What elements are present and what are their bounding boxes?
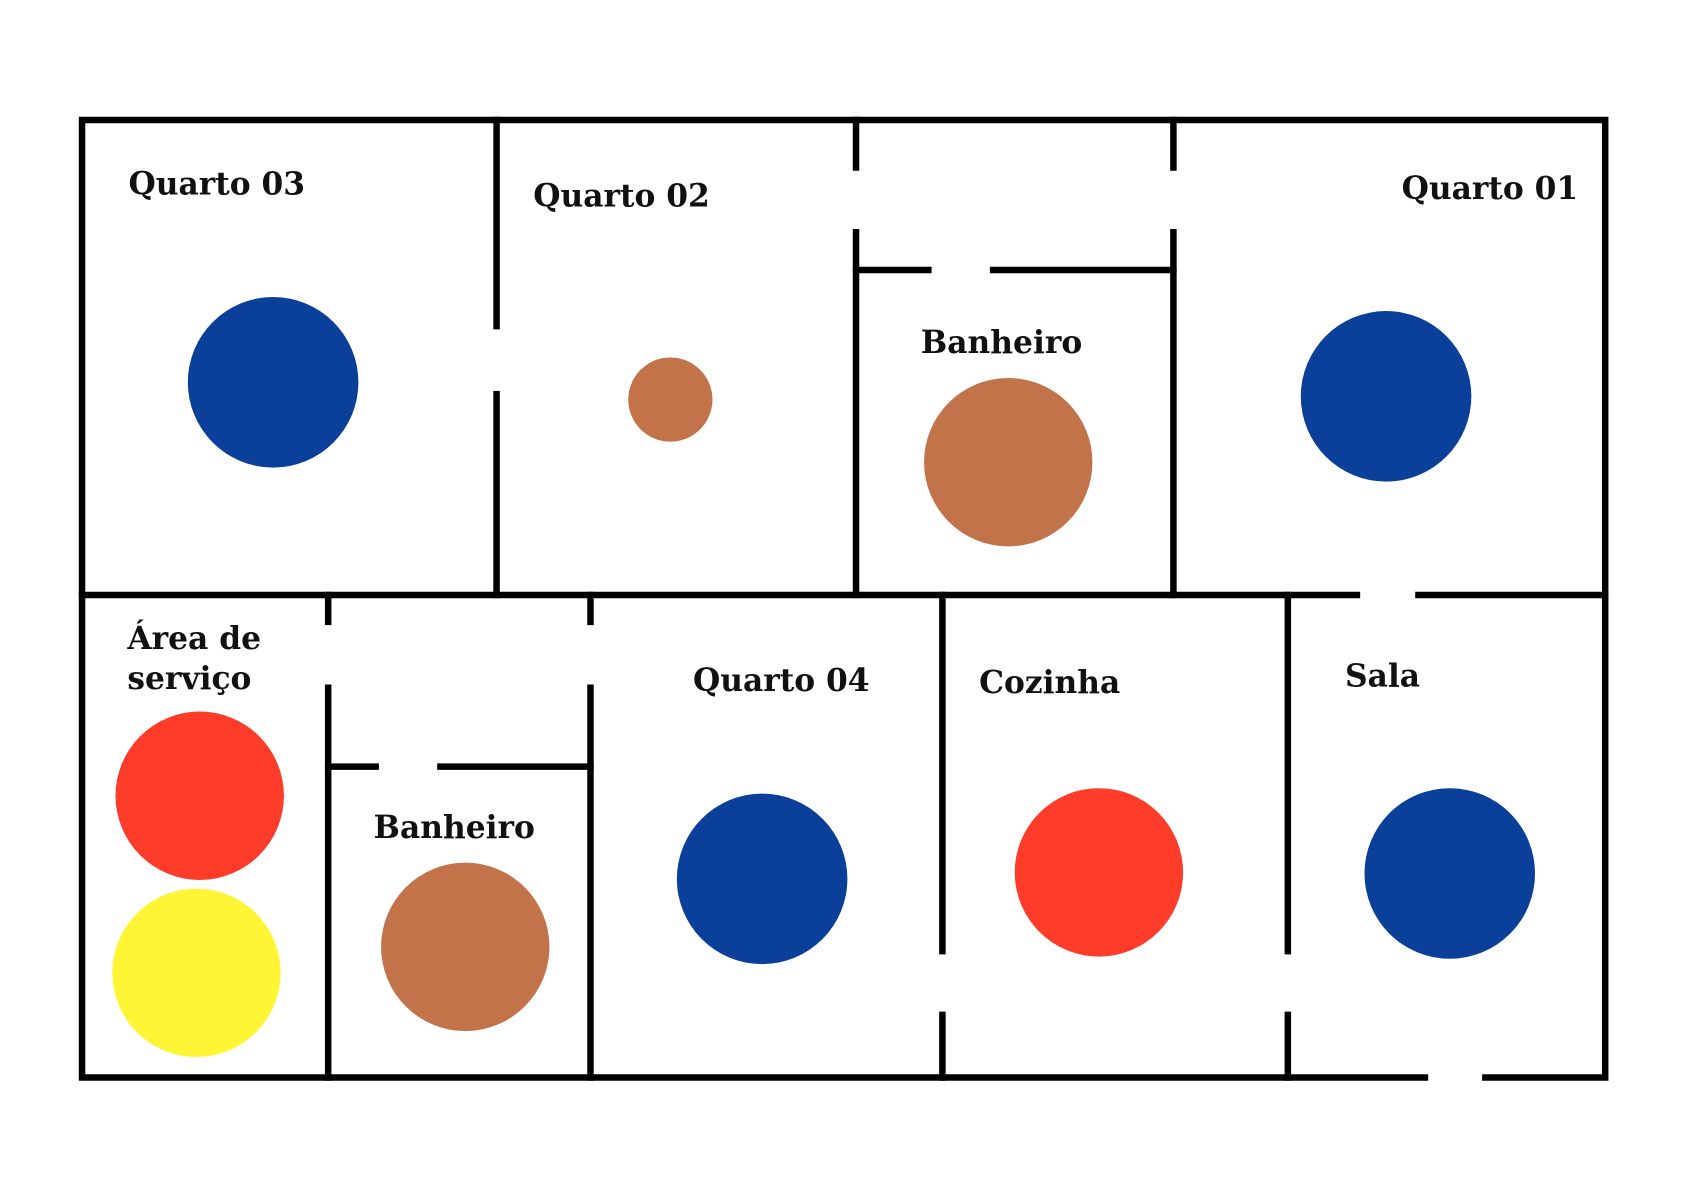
label-quarto04: Quarto 04 [693, 663, 870, 699]
marker-quarto04 [677, 794, 848, 965]
label-servico-line2: serviço [127, 661, 251, 697]
label-cozinha: Cozinha [979, 665, 1120, 701]
label-banheiro-lower: Banheiro [374, 810, 535, 846]
marker-banheiro-upper [924, 378, 1092, 546]
label-banheiro-upper: Banheiro [921, 325, 1082, 361]
label-servico-line1: Área de [126, 619, 261, 657]
walls [82, 120, 1605, 1078]
outer-wall [82, 120, 1605, 1078]
marker-quarto01 [1301, 311, 1472, 482]
marker-servico-red [116, 712, 284, 880]
label-quarto01: Quarto 01 [1402, 171, 1579, 207]
marker-sala [1364, 788, 1535, 959]
marker-quarto02 [628, 357, 712, 441]
marker-banheiro-lower [381, 863, 549, 1031]
label-quarto03: Quarto 03 [128, 166, 305, 202]
label-sala: Sala [1345, 659, 1420, 695]
marker-servico-yellow [112, 889, 280, 1057]
marker-quarto03 [188, 297, 359, 468]
marker-cozinha [1015, 788, 1183, 956]
labels: Quarto 03 Quarto 02 Banheiro Quarto 01 Á… [126, 166, 1578, 845]
label-quarto02: Quarto 02 [533, 178, 710, 214]
